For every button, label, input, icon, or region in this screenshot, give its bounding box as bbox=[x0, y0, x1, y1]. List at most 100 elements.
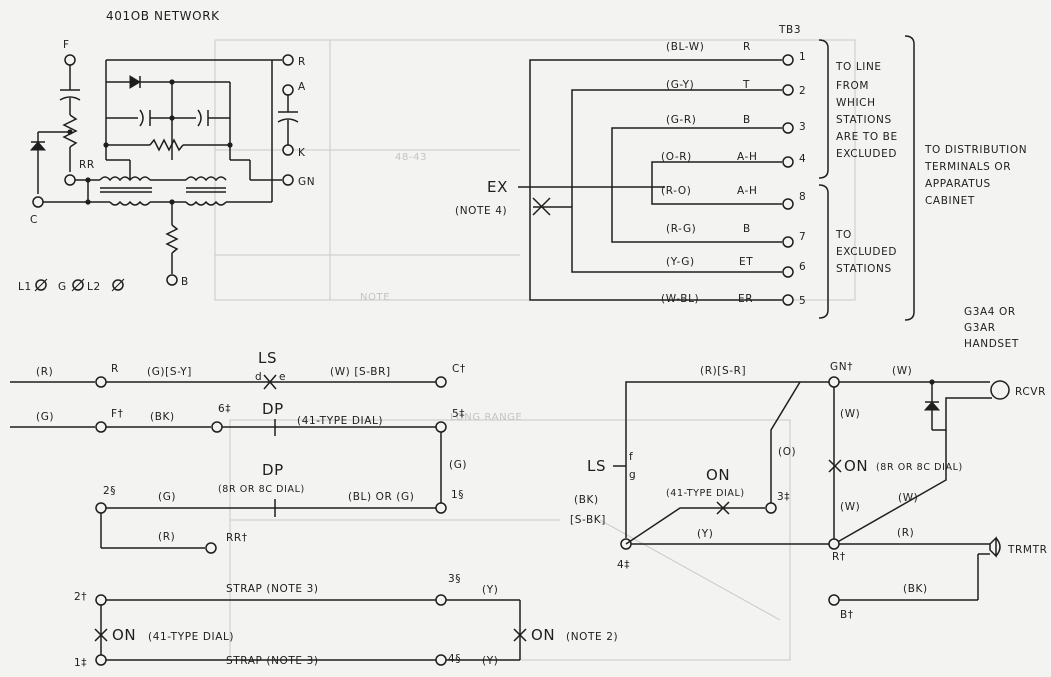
brace-distribution bbox=[904, 35, 915, 321]
wire-lead-2: T bbox=[742, 79, 750, 91]
label-l1: L1 bbox=[18, 281, 32, 293]
label-c-set: C† bbox=[452, 363, 466, 375]
handset-section: (R)[S-R] GN† (W) G3A4 OR G3AR HANDSET RC… bbox=[570, 306, 1047, 621]
on1-sub: (41-TYPE DIAL) bbox=[148, 631, 234, 643]
brace-excluded bbox=[818, 184, 829, 319]
label-c: C bbox=[30, 214, 38, 226]
tb3-terminal-4[interactable] bbox=[782, 156, 794, 168]
wire-bk: (BK) bbox=[150, 411, 175, 423]
terminal-1s[interactable] bbox=[435, 502, 447, 514]
terminal-c-set[interactable] bbox=[435, 376, 447, 388]
terminal-c[interactable] bbox=[32, 196, 44, 208]
line-group-4: STATIONS bbox=[836, 114, 892, 126]
terminal-rr[interactable] bbox=[64, 174, 76, 186]
wire-r: (R) bbox=[36, 366, 53, 378]
ls-d: d bbox=[255, 371, 262, 383]
label-rr: RR bbox=[79, 159, 95, 171]
dp2-label: DP bbox=[262, 461, 284, 479]
line-group-2: FROM bbox=[836, 80, 869, 92]
terminal-gn[interactable] bbox=[282, 174, 294, 186]
note4-label: (NOTE 4) bbox=[455, 205, 507, 217]
brace-line bbox=[818, 39, 829, 179]
terminal-f[interactable] bbox=[64, 54, 76, 66]
terminal-1dd[interactable] bbox=[95, 654, 107, 666]
label-f-set: F† bbox=[111, 408, 124, 420]
on41-label: ON bbox=[706, 466, 730, 484]
network-title: 401OB NETWORK bbox=[106, 9, 220, 23]
bleed-through: 48-43 NOTE LONG RANGE bbox=[214, 39, 856, 661]
tb3-section: TB3 EX (NOTE 4) (BL-W) R (G-Y) T (G-R) B… bbox=[455, 24, 1027, 321]
g3-2: G3AR bbox=[964, 322, 996, 334]
wire-bk-h: (BK) bbox=[574, 494, 599, 506]
wire-color-1: (BL-W) bbox=[666, 41, 704, 53]
label-6: 6‡ bbox=[218, 403, 231, 415]
excluded-group-3: STATIONS bbox=[836, 263, 892, 275]
wire-y-h: (Y) bbox=[697, 528, 713, 540]
terminal-b-set[interactable] bbox=[828, 594, 840, 606]
terminal-6[interactable] bbox=[211, 421, 223, 433]
label-2s: 2§ bbox=[103, 485, 116, 497]
g3-1: G3A4 OR bbox=[964, 306, 1016, 318]
tb3-num-3: 3 bbox=[799, 121, 806, 133]
excluded-group-1: TO bbox=[835, 229, 852, 241]
terminal-k[interactable] bbox=[282, 144, 294, 156]
on41-sub: (41-TYPE DIAL) bbox=[666, 488, 745, 499]
wire-color-4: (O-R) bbox=[661, 151, 692, 163]
tb3-num-2: 2 bbox=[799, 85, 806, 97]
tb3-terminal-6[interactable] bbox=[782, 266, 794, 278]
terminal-4s[interactable] bbox=[435, 654, 447, 666]
wire-y-2: (Y) bbox=[482, 655, 498, 667]
strap-1: STRAP (NOTE 3) bbox=[226, 583, 319, 595]
wire-color-6: (Y-G) bbox=[666, 256, 695, 268]
terminal-r-set[interactable] bbox=[95, 376, 107, 388]
tb3-title: TB3 bbox=[778, 24, 801, 36]
terminal-2s[interactable] bbox=[95, 502, 107, 514]
line-group-1: TO LINE bbox=[835, 61, 882, 73]
label-r-set: R bbox=[111, 363, 119, 375]
wire-color-7: (R-G) bbox=[666, 223, 696, 235]
terminal-gn-set[interactable] bbox=[828, 376, 840, 388]
tb3-terminal-7[interactable] bbox=[782, 236, 794, 248]
tb3-terminal-1[interactable] bbox=[782, 54, 794, 66]
tb3-terminal-3[interactable] bbox=[782, 122, 794, 134]
terminal-2dag[interactable] bbox=[95, 594, 107, 606]
wire-lead-7: B bbox=[743, 223, 751, 235]
terminal-f-set[interactable] bbox=[95, 421, 107, 433]
distribution-1: TO DISTRIBUTION bbox=[924, 144, 1027, 156]
wire-color-3: (G-R) bbox=[666, 114, 696, 126]
wire-r-h: (R) bbox=[897, 527, 914, 539]
line-group-3: WHICH bbox=[836, 97, 876, 109]
terminal-3s[interactable] bbox=[435, 594, 447, 606]
wire-color-2: (G-Y) bbox=[666, 79, 694, 91]
wire-lead-4: A-H bbox=[737, 151, 757, 163]
terminal-5[interactable] bbox=[435, 421, 447, 433]
label-rr-set: RR† bbox=[226, 532, 248, 544]
label-1dd: 1‡ bbox=[74, 657, 87, 669]
label-b: B bbox=[181, 276, 189, 288]
terminal-b[interactable] bbox=[166, 274, 178, 286]
tb3-terminal-5[interactable] bbox=[782, 294, 794, 306]
distribution-3: APPARATUS bbox=[925, 178, 991, 190]
svg-text:48-43: 48-43 bbox=[395, 152, 427, 163]
label-5: 5‡ bbox=[452, 408, 465, 420]
tb3-terminal-2[interactable] bbox=[782, 84, 794, 96]
ls-label: LS bbox=[258, 349, 277, 367]
excluded-group-2: EXCLUDED bbox=[836, 246, 897, 258]
tb3-terminal-8[interactable] bbox=[782, 198, 794, 210]
terminal-3dd[interactable] bbox=[765, 502, 777, 514]
wire-w-sbr: (W) [S-BR] bbox=[330, 366, 391, 378]
wire-color-8: (R-O) bbox=[661, 185, 691, 197]
ls-f: f bbox=[629, 451, 633, 463]
label-f: F bbox=[63, 39, 70, 51]
label-r: R bbox=[298, 56, 306, 68]
terminal-r[interactable] bbox=[282, 54, 294, 66]
tb3-num-6: 6 bbox=[799, 261, 806, 273]
tb3-num-5: 5 bbox=[799, 295, 806, 307]
wire-s-bk: [S-BK] bbox=[570, 514, 606, 526]
tb3-num-8: 8 bbox=[799, 191, 806, 203]
label-3s: 3§ bbox=[448, 573, 461, 585]
terminal-a[interactable] bbox=[282, 84, 294, 96]
terminal-r-set-h[interactable] bbox=[828, 538, 840, 550]
terminal-rr-set[interactable] bbox=[205, 542, 217, 554]
